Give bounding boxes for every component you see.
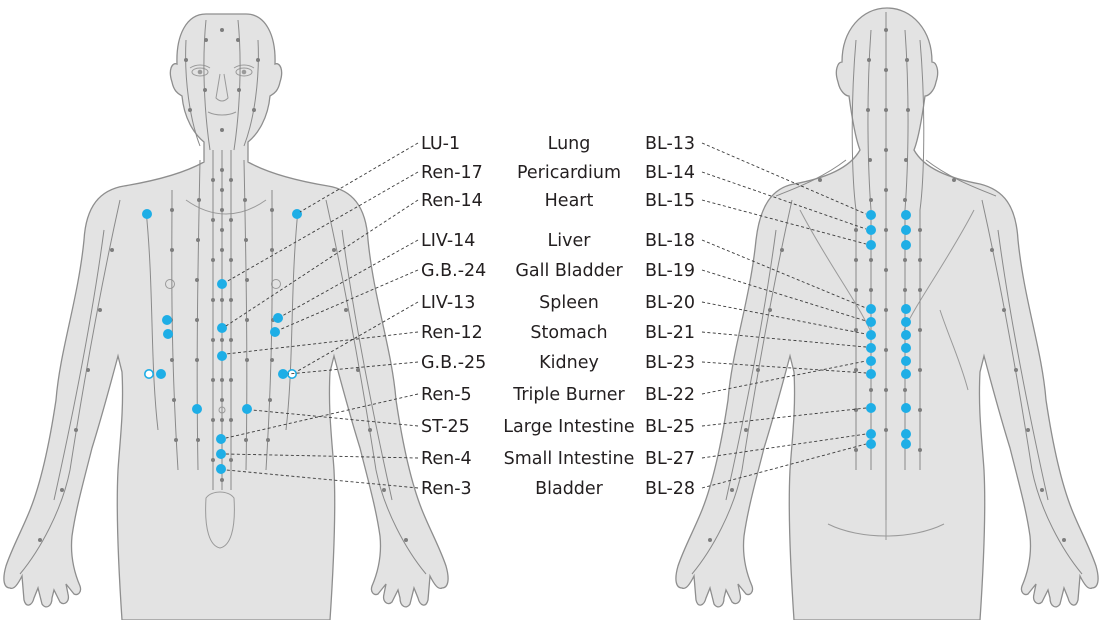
organ-label: Spleen [539,293,599,313]
acupoint-bl21-right [901,343,911,353]
back-label: BL-28 [645,479,695,499]
organ-label: Bladder [535,479,604,499]
acupoint-ren17 [217,279,227,289]
front-label: G.B.-25 [421,353,486,373]
acupoint-bl19-right [901,317,911,327]
acupoint-ren14 [217,323,227,333]
front-label: Ren-17 [421,163,483,183]
front-label: Ren-12 [421,323,483,343]
acupoint-bl22-left [866,356,876,366]
acupoint-gb24-right [270,327,280,337]
acupoint-liv13-right [278,369,288,379]
acupoint-liv14-right [273,313,283,323]
acupoint-bl14-left [866,225,876,235]
back-label: BL-22 [645,385,695,405]
back-point-labels: BL-13 BL-14 BL-15 BL-18 BL-19 BL-20 BL-2… [645,134,695,499]
acupoint-bl27-right [901,429,911,439]
front-body-figure [4,14,448,620]
acupoint-lu1-left [142,209,152,219]
organ-label: Heart [545,191,594,211]
acupoint-gb24-left [163,329,173,339]
organ-label: Pericardium [517,163,621,183]
organ-label: Small Intestine [504,449,635,469]
acupoint-ren3 [216,464,226,474]
acupoint-bl22-right [901,356,911,366]
acupoint-bl28-right [901,439,911,449]
organ-labels: Lung Pericardium Heart Liver Gall Bladde… [503,134,634,499]
acupoint-bl28-left [866,439,876,449]
acupoint-bl18-left [866,304,876,314]
organ-label: Stomach [530,323,607,343]
organ-label: Large Intestine [503,417,634,437]
front-label: Ren-4 [421,449,472,469]
acupoint-bl21-left [866,343,876,353]
front-label: LU-1 [421,134,460,154]
acupoint-st25-left [192,404,202,414]
front-label: Ren-14 [421,191,483,211]
front-label: G.B.-24 [421,261,486,281]
acupoint-liv13-left [156,369,166,379]
acupoint-bl25-right [901,403,911,413]
acupoint-bl25-left [866,403,876,413]
back-body-figure [676,8,1098,620]
front-label: LIV-14 [421,231,475,251]
back-label: BL-18 [645,231,695,251]
acupoint-bl14-right [901,225,911,235]
acupoint-bl20-left [866,330,876,340]
acupoint-bl13-right [901,210,911,220]
back-label: BL-19 [645,261,695,281]
acupoint-ren5 [216,434,226,444]
acupoint-bl19-left [866,317,876,327]
back-label: BL-14 [645,163,695,183]
acupoint-bl15-left [866,240,876,250]
organ-label: Triple Burner [512,385,625,405]
back-label: BL-13 [645,134,695,154]
acupoint-bl15-right [901,240,911,250]
acupoint-ren4 [216,449,226,459]
back-label: BL-15 [645,191,695,211]
organ-label: Liver [548,231,592,251]
front-label: LIV-13 [421,293,475,313]
acupoint-lu1-right [292,209,302,219]
acupoint-bl18-right [901,304,911,314]
acupoint-liv14-left [162,315,172,325]
organ-label: Kidney [539,353,599,373]
back-label: BL-21 [645,323,695,343]
front-label: Ren-3 [421,479,472,499]
back-label: BL-23 [645,353,695,373]
acupoint-bl23-right [901,369,911,379]
acupoint-bl27-left [866,429,876,439]
acupoint-st25-right [242,404,252,414]
acupoint-bl20-right [901,330,911,340]
back-label: BL-20 [645,293,695,313]
organ-label: Lung [548,134,591,154]
acupoint-bl13-left [866,210,876,220]
acupoint-ren12 [217,351,227,361]
front-label: Ren-5 [421,385,472,405]
acupoint-bl23-left [866,369,876,379]
acupoint-gb25-left [145,370,153,378]
back-label: BL-25 [645,417,695,437]
front-label: ST-25 [421,417,470,437]
organ-label: Gall Bladder [515,261,623,281]
back-label: BL-27 [645,449,695,469]
front-point-labels: LU-1 Ren-17 Ren-14 LIV-14 G.B.-24 LIV-13… [421,134,486,499]
